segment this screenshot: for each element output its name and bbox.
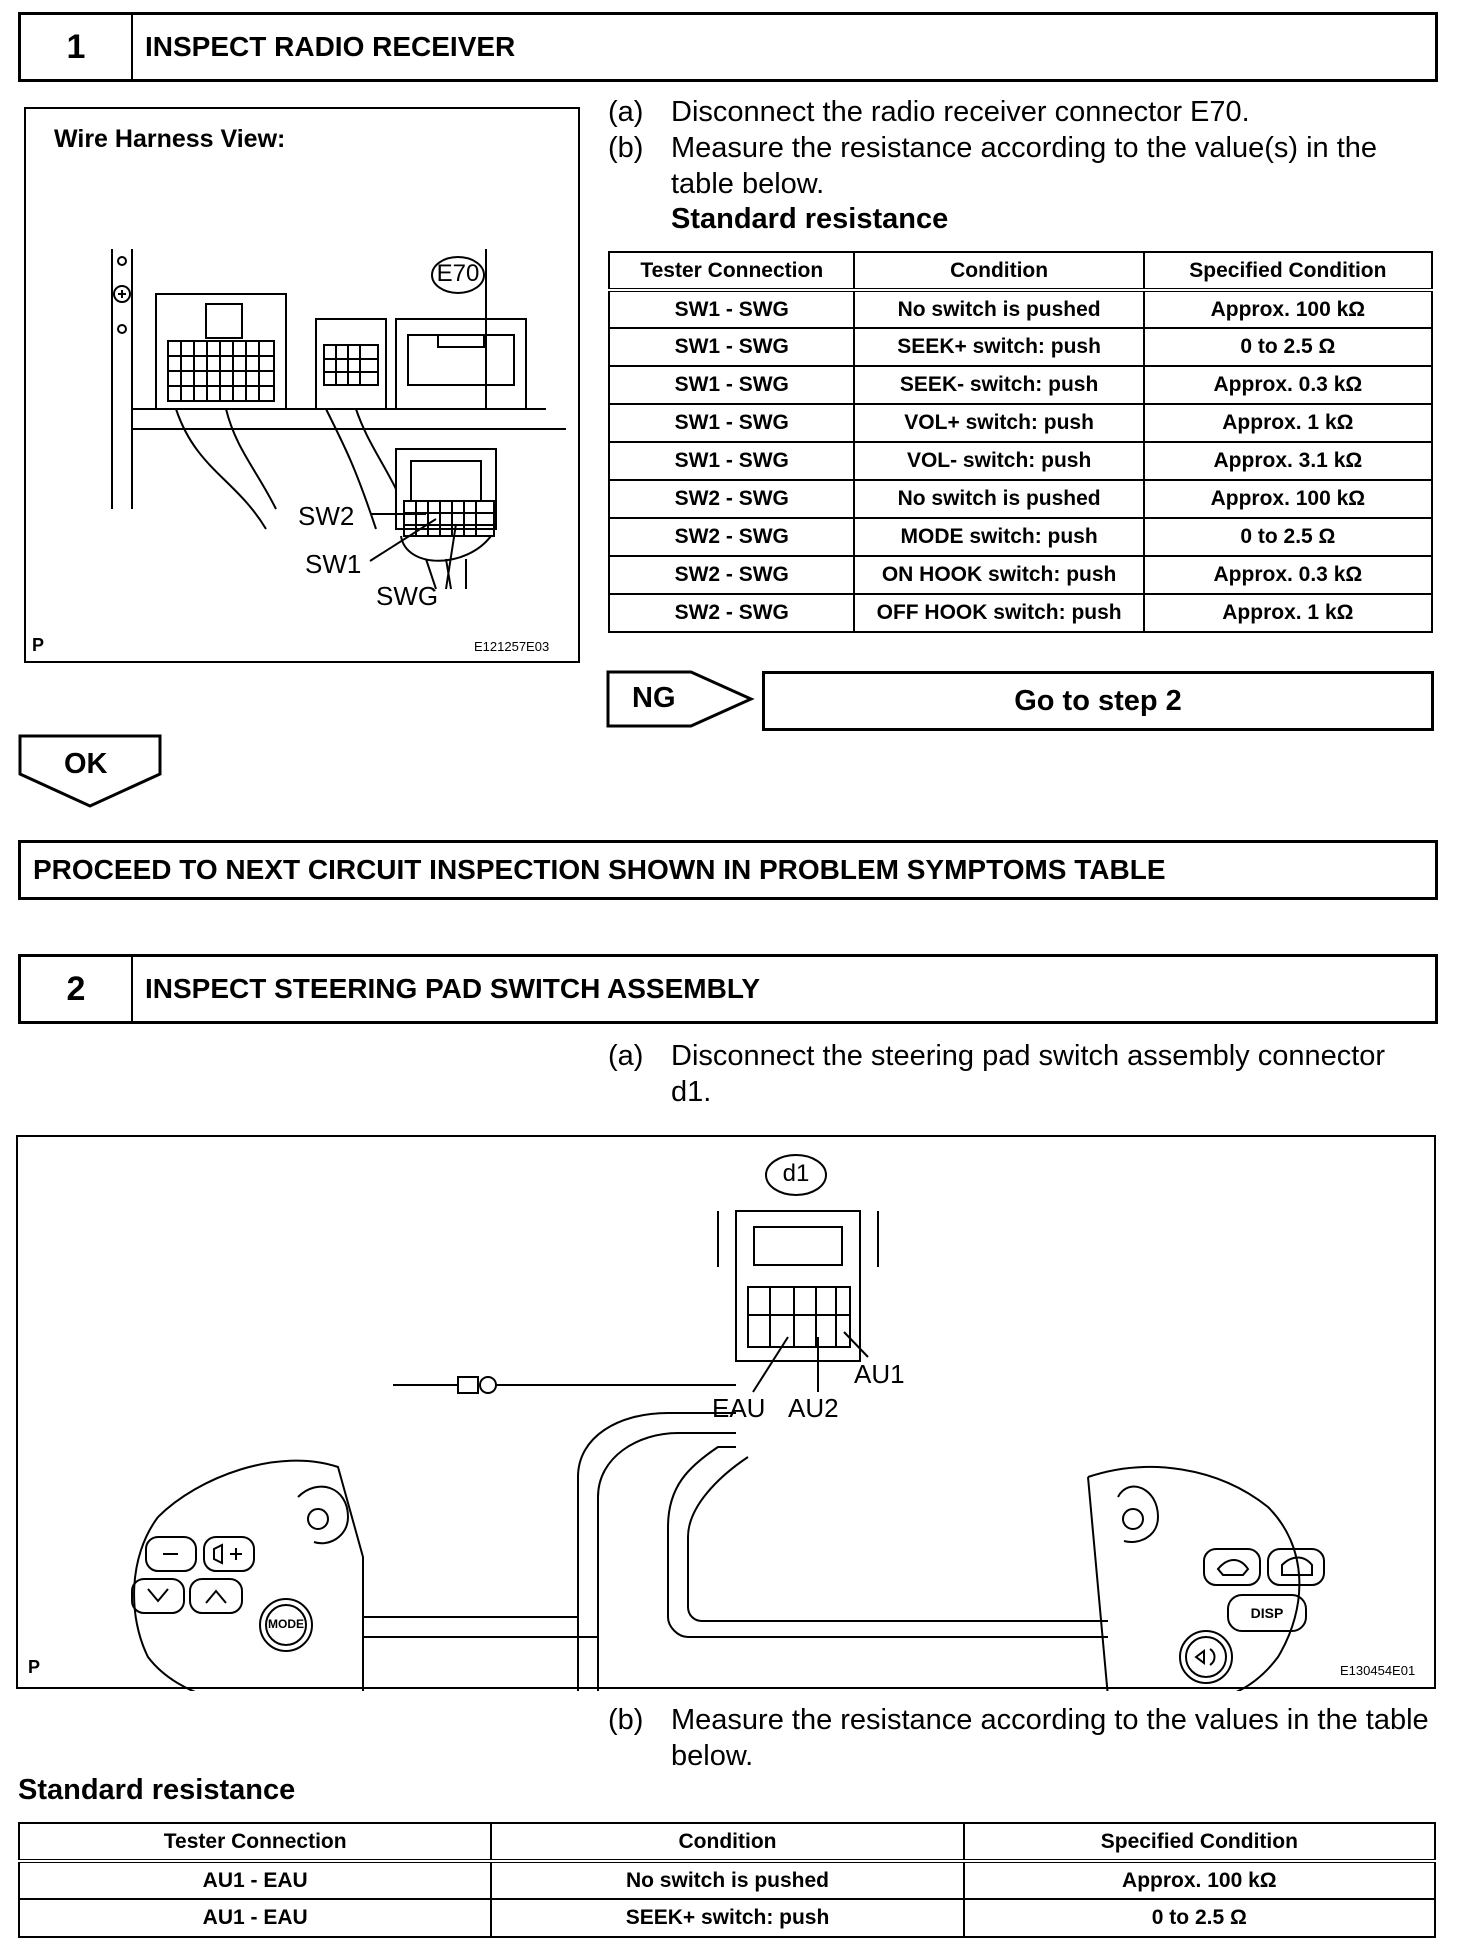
figure-corner-p: P (28, 1657, 41, 1677)
cell: SW1 - SWG (607, 365, 856, 405)
cell: SW1 - SWG (607, 327, 856, 367)
column-header: Condition (853, 251, 1145, 292)
cell: SW2 - SWG (607, 479, 856, 519)
cell: No switch is pushed (853, 289, 1145, 329)
cell: 0 to 2.5 Ω (1142, 517, 1434, 557)
label-sw1: SW1 (305, 549, 362, 579)
cell: MODE switch: push (853, 517, 1145, 557)
cell: SW2 - SWG (607, 555, 856, 595)
cell: AU1 - EAU (17, 1898, 493, 1938)
instruction-label: (a) (608, 1040, 644, 1072)
cell: VOL- switch: push (853, 441, 1145, 481)
cell: SEEK- switch: push (853, 365, 1145, 405)
figure-heading: Wire Harness View: (54, 125, 286, 153)
cell: OFF HOOK switch: push (853, 593, 1145, 633)
cell: SW1 - SWG (607, 289, 856, 329)
cell: 0 to 2.5 Ω (962, 1898, 1437, 1938)
instruction-label: (b) (608, 132, 644, 164)
step1-title: INSPECT RADIO RECEIVER (145, 31, 516, 62)
steering-pad-drawing (131, 1154, 1325, 1691)
figure-corner-p: P (32, 635, 45, 655)
connector-e70-label: E70 (436, 260, 480, 287)
label-sw2: SW2 (298, 501, 355, 531)
cell: ON HOOK switch: push (853, 555, 1145, 595)
column-header: Specified Condition (1142, 251, 1434, 292)
cell: SW1 - SWG (607, 403, 856, 443)
step1-number: 1 (21, 15, 133, 79)
label-au2: AU2 (788, 1393, 839, 1423)
step2-title: INSPECT STEERING PAD SWITCH ASSEMBLY (145, 973, 761, 1004)
ok-label: OK (64, 748, 108, 780)
cell: Approx. 3.1 kΩ (1142, 441, 1434, 481)
go-to-step-2[interactable]: Go to step 2 (762, 671, 1434, 731)
step1-header: 1 INSPECT RADIO RECEIVER (18, 12, 1438, 82)
ng-label: NG (632, 682, 676, 714)
cell: Approx. 1 kΩ (1142, 403, 1434, 443)
cell: SEEK+ switch: push (853, 327, 1145, 367)
cell: SW2 - SWG (607, 517, 856, 557)
column-header: Condition (490, 1822, 965, 1863)
wire-harness-drawing (111, 249, 566, 590)
cell: Approx. 0.3 kΩ (1142, 555, 1434, 595)
instruction-text: Disconnect the steering pad switch assem… (671, 1040, 1386, 1108)
cell: Approx. 100 kΩ (1142, 289, 1434, 329)
step2-resistance-table: Tester Connection Condition Specified Co… (17, 1822, 1437, 1938)
cell: VOL+ switch: push (853, 403, 1145, 443)
step1-resistance-table: Tester Connection Condition Specified Co… (607, 251, 1434, 633)
column-header: Specified Condition (962, 1822, 1437, 1863)
step2-number: 2 (21, 957, 133, 1021)
cell: SEEK+ switch: push (490, 1898, 965, 1938)
step2-header: 2 INSPECT STEERING PAD SWITCH ASSEMBLY (18, 954, 1438, 1024)
cell: No switch is pushed (853, 479, 1145, 519)
label-au1: AU1 (854, 1359, 905, 1389)
cell: No switch is pushed (490, 1860, 965, 1900)
figure-code: E121257E03 (474, 639, 550, 654)
instruction-text: Measure the resistance according to the … (671, 132, 1378, 200)
column-header: Tester Connection (17, 1822, 493, 1863)
connector-d1-label: d1 (782, 1160, 810, 1187)
column-header: Tester Connection (607, 251, 856, 292)
label-eau: EAU (712, 1393, 766, 1423)
figure-code: E130454E01 (1340, 1663, 1416, 1678)
instruction-text: Disconnect the radio receiver connector … (671, 96, 1250, 128)
cell: AU1 - EAU (17, 1860, 493, 1900)
cell: SW1 - SWG (607, 441, 856, 481)
cell: Approx. 100 kΩ (962, 1860, 1437, 1900)
disp-button-label: DISP (1250, 1605, 1284, 1621)
cell: SW2 - SWG (607, 593, 856, 633)
mode-button-label: MODE (268, 1617, 304, 1631)
step2-standard-label: Standard resistance (18, 1774, 296, 1806)
step1-standard-label: Standard resistance (671, 203, 949, 235)
label-swg: SWG (376, 581, 439, 611)
instruction-label: (b) (608, 1704, 644, 1736)
proceed-box[interactable]: PROCEED TO NEXT CIRCUIT INSPECTION SHOWN… (18, 840, 1438, 900)
instruction-text: Measure the resistance according to the … (671, 1704, 1429, 1772)
cell: 0 to 2.5 Ω (1142, 327, 1434, 367)
cell: Approx. 100 kΩ (1142, 479, 1434, 519)
instruction-label: (a) (608, 96, 644, 128)
ng-arrow (606, 670, 755, 728)
ok-arrow (18, 734, 162, 808)
cell: Approx. 0.3 kΩ (1142, 365, 1434, 405)
cell: Approx. 1 kΩ (1142, 593, 1434, 633)
wire-harness-figure: Wire Harness View: (24, 107, 580, 663)
steering-pad-figure: d1 EAU AU2 AU1 MODE DISP P E130454E01 (16, 1135, 1436, 1691)
